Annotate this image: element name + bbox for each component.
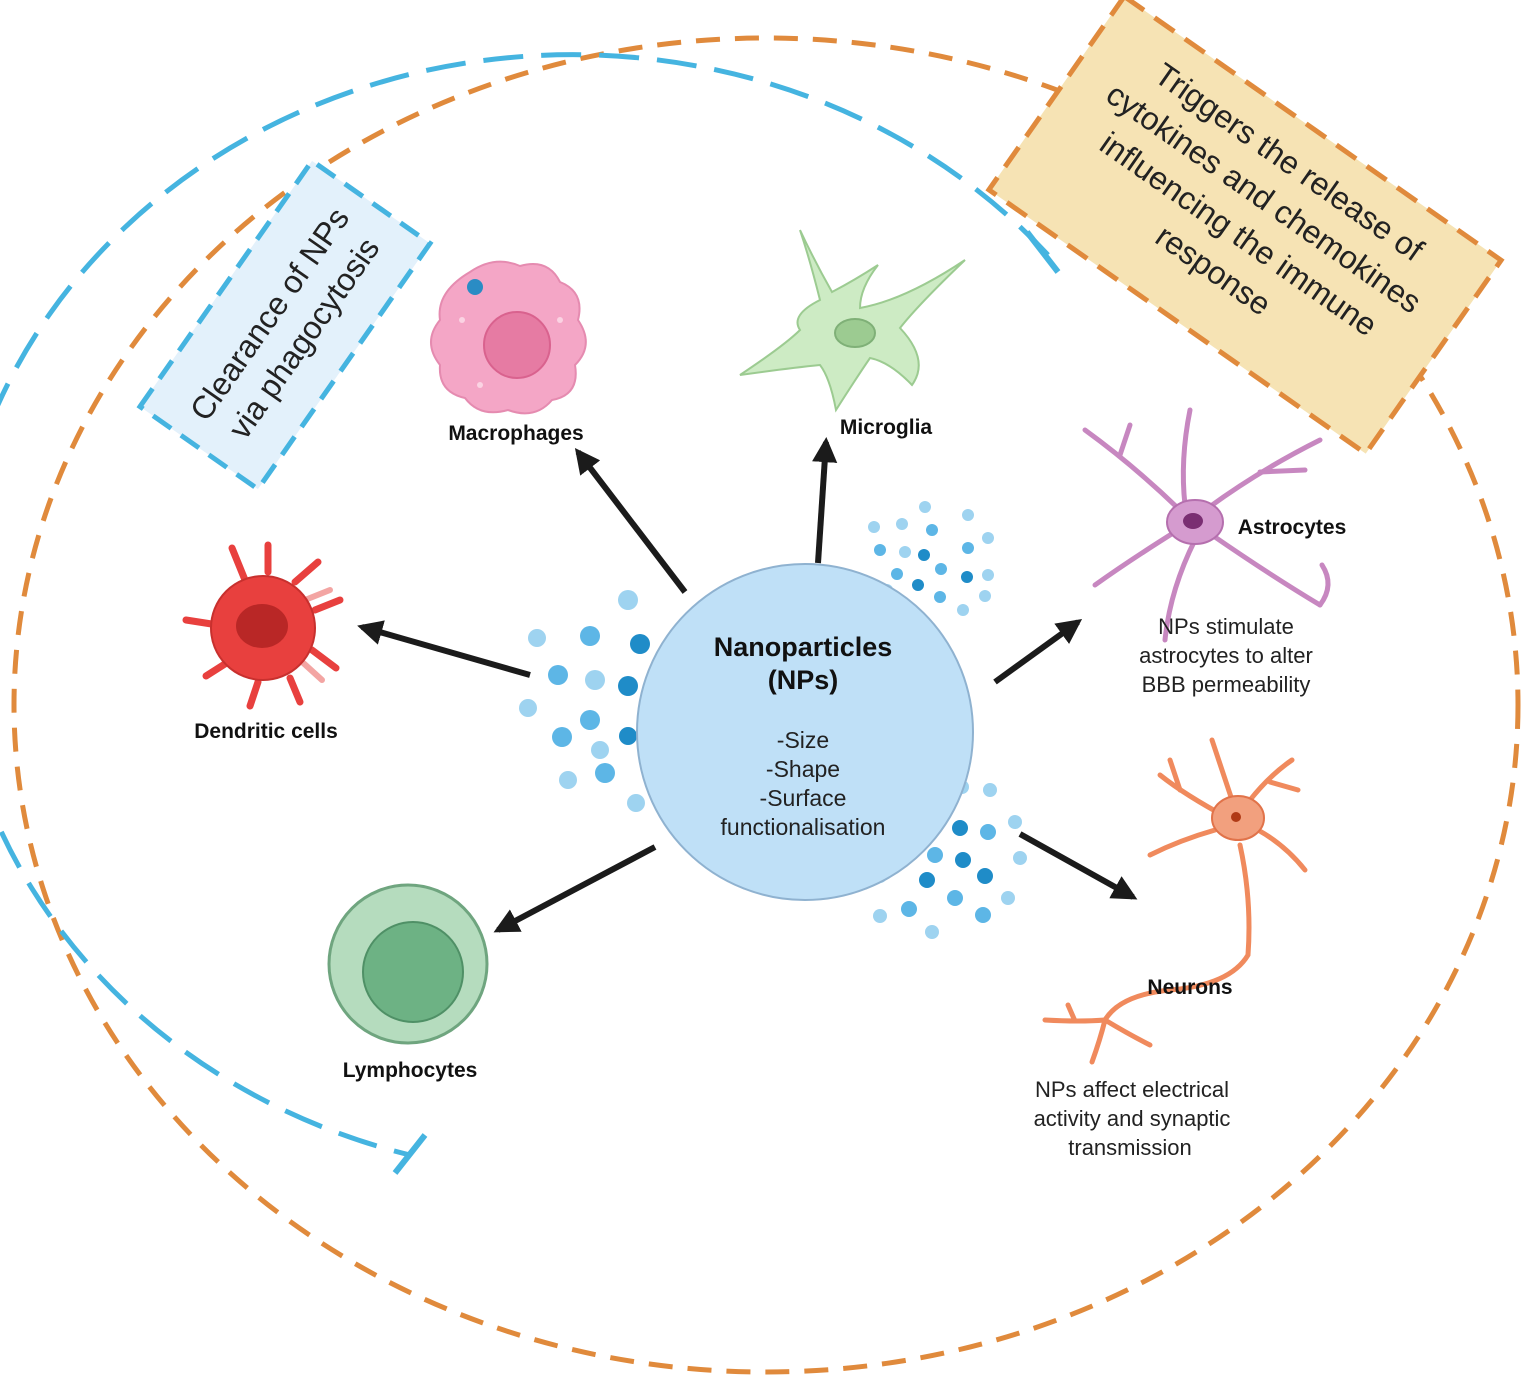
nanoparticle-dot <box>868 521 880 533</box>
microglia-icon <box>739 229 966 413</box>
arrow-to-macrophages <box>574 447 688 594</box>
clearance-box: Clearance of NPs via phagocytosis <box>136 157 434 493</box>
nanoparticle-dot <box>580 710 600 730</box>
nanoparticle-dot <box>962 542 974 554</box>
nanoparticle-dot <box>918 549 930 561</box>
nanoparticle-dot <box>630 634 650 654</box>
astrocyte-icon <box>1082 407 1331 643</box>
np-prop-surface: -Surface <box>760 785 847 811</box>
np-prop-functionalisation: functionalisation <box>721 814 886 840</box>
nanoparticle-dot <box>901 901 917 917</box>
np-title-line1: Nanoparticles <box>714 632 893 662</box>
nanoparticle-dot <box>874 544 886 556</box>
nanoparticle-dot <box>982 532 994 544</box>
inhibition-bar-top <box>1024 230 1061 274</box>
neuron-icon <box>1042 737 1308 1065</box>
nanoparticle-dot <box>618 676 638 696</box>
nanoparticle-dot <box>977 868 993 884</box>
label-microglia: Microglia <box>840 416 933 439</box>
arrows <box>357 436 1138 933</box>
nanoparticle-dot <box>979 590 991 602</box>
triggers-box: Triggers the release of cytokines and ch… <box>985 0 1505 458</box>
outer-dashed-boundary <box>11 35 1521 1375</box>
nanoparticle-dot <box>982 569 994 581</box>
nanoparticle-dot <box>983 783 997 797</box>
np-prop-size: -Size <box>777 727 829 753</box>
nanoparticle-dot <box>926 524 938 536</box>
note-astrocytes-line1: NPs stimulate <box>1158 614 1294 639</box>
nanoparticle-dot <box>925 925 939 939</box>
nanoparticle-dot <box>595 763 615 783</box>
inhibition-bar-bottom <box>392 1133 428 1175</box>
nanoparticle-dot <box>552 727 572 747</box>
macrophage-icon <box>430 260 587 415</box>
nanoparticle-dot <box>519 699 537 717</box>
np-title-line2: (NPs) <box>768 665 839 695</box>
nanoparticle-dot <box>627 794 645 812</box>
nanoparticle-dot <box>957 604 969 616</box>
label-lymphocytes: Lymphocytes <box>343 1059 478 1082</box>
nanoparticle-dot <box>896 518 908 530</box>
arrow-to-astrocytes <box>993 619 1083 685</box>
note-astrocytes-line3: BBB permeability <box>1142 672 1311 697</box>
nanoparticle-dot <box>899 546 911 558</box>
nanoparticle-dot <box>1008 815 1022 829</box>
nanoparticle-dot <box>580 626 600 646</box>
nanoparticle-dot <box>618 590 638 610</box>
nanoparticle-dot <box>919 872 935 888</box>
nanoparticle-dot <box>619 727 637 745</box>
nanoparticle-dot <box>935 563 947 575</box>
lymphocyte-icon <box>327 883 489 1045</box>
arrow-to-dendritic <box>357 620 531 678</box>
nanoparticle-dot <box>591 741 609 759</box>
note-neurons-line3: transmission <box>1068 1135 1191 1160</box>
note-neurons-line2: activity and synaptic <box>1034 1106 1231 1131</box>
nanoparticle-circle <box>636 563 974 901</box>
inner-dashed-arc <box>0 52 1050 1158</box>
nanoparticle-dot <box>961 571 973 583</box>
nanoparticle-dot <box>980 824 996 840</box>
arrow-to-neurons <box>1018 831 1138 900</box>
label-dendritic-cells: Dendritic cells <box>194 720 338 743</box>
nanoparticle-dot <box>559 771 577 789</box>
label-astrocytes: Astrocytes <box>1238 516 1347 539</box>
nanoparticle-dot <box>975 907 991 923</box>
nanoparticle-dot <box>962 509 974 521</box>
np-prop-shape: -Shape <box>766 756 840 782</box>
nanoparticle-dot <box>1001 891 1015 905</box>
nanoparticle-dot <box>528 629 546 647</box>
nanoparticle-dot <box>873 909 887 923</box>
nanoparticle-dot <box>952 820 968 836</box>
nanoparticle-dot <box>1013 851 1027 865</box>
nanoparticle-dot <box>927 847 943 863</box>
nanoparticle-dot <box>548 665 568 685</box>
note-neurons-line1: NPs affect electrical <box>1035 1077 1229 1102</box>
nanoparticle-dot <box>955 852 971 868</box>
arrow-to-lymphocytes <box>493 844 657 933</box>
arrow-to-microglia <box>812 436 838 564</box>
label-macrophages: Macrophages <box>448 422 583 445</box>
nanoparticle-dot <box>919 501 931 513</box>
nanoparticle-dot <box>891 568 903 580</box>
nanoparticle-dot <box>934 591 946 603</box>
note-astrocytes-line2: astrocytes to alter <box>1139 643 1313 668</box>
nanoparticle-dot <box>947 890 963 906</box>
label-neurons: Neurons <box>1147 976 1232 999</box>
dendritic-cell-icon <box>182 541 344 710</box>
nanoparticle-dot <box>912 579 924 591</box>
nanoparticle-dot <box>585 670 605 690</box>
